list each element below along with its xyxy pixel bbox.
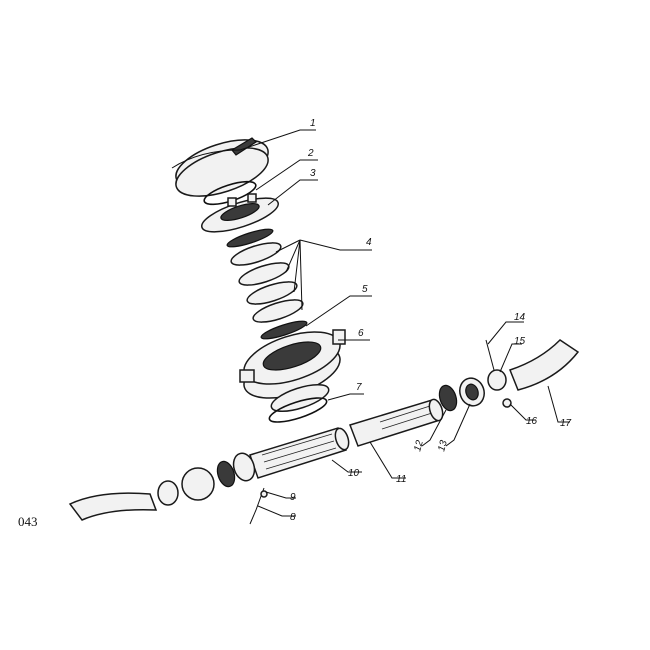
parts-8-9-lever <box>249 487 268 525</box>
parts-14-16-clamp <box>485 339 512 408</box>
callout-10: 10 <box>348 468 360 479</box>
callout-6: 6 <box>358 328 364 339</box>
part-3-plate <box>201 193 279 233</box>
callout-13: 13 <box>436 439 450 453</box>
callout-5: 5 <box>362 284 368 295</box>
part-10-tube <box>249 427 350 479</box>
part-1-cover <box>171 137 269 197</box>
part-7-seal <box>268 383 330 423</box>
part-17-elbow <box>509 339 580 391</box>
callout-15: 15 <box>514 336 526 347</box>
parts-4-5-filter-discs <box>226 228 308 340</box>
figure-code: 043 <box>18 514 38 529</box>
callout-1: 1 <box>310 118 316 129</box>
callout-9: 9 <box>290 492 296 503</box>
callout-11: 11 <box>396 474 406 485</box>
callout-16: 16 <box>526 416 538 427</box>
parts-12-13-couplings <box>438 377 485 412</box>
callout-2: 2 <box>307 148 314 159</box>
callout-17: 17 <box>560 418 572 429</box>
callout-7: 7 <box>356 382 362 393</box>
callout-14: 14 <box>514 312 526 323</box>
callout-3: 3 <box>310 168 316 179</box>
callout-4: 4 <box>366 237 372 248</box>
leader-lines <box>239 129 570 517</box>
left-couplings <box>157 452 256 506</box>
callout-12: 12 <box>412 439 426 453</box>
part-11-tube <box>349 398 444 447</box>
callout-labels: 1 2 3 4 5 6 7 8 9 10 11 12 13 14 15 16 1… <box>290 118 572 523</box>
nozzle-elbow <box>68 492 158 521</box>
callout-8: 8 <box>290 512 296 523</box>
